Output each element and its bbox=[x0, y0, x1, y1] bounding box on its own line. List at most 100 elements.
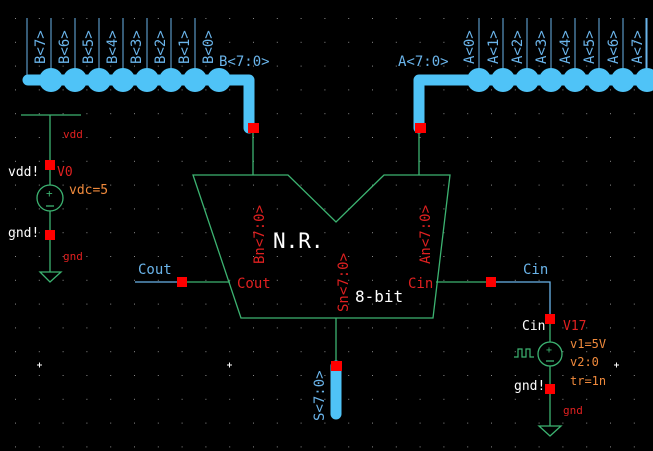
grid-dot bbox=[15, 89, 16, 91]
grid-dot bbox=[538, 18, 540, 19]
b-bus-ripper[interactable] bbox=[135, 68, 159, 92]
grid-dot bbox=[348, 303, 350, 305]
grid-dot bbox=[134, 375, 135, 376]
grid-dot bbox=[253, 303, 254, 305]
v17-param-tr: tr=1n bbox=[570, 374, 606, 388]
cin-net[interactable]: Cin bbox=[436, 262, 551, 318]
b-bus-ripper[interactable] bbox=[63, 68, 87, 92]
grid-dot bbox=[562, 232, 564, 234]
grid-dot bbox=[586, 160, 588, 162]
grid-dot bbox=[62, 89, 64, 91]
grid-dot bbox=[62, 113, 64, 115]
cin-wire[interactable] bbox=[491, 281, 551, 318]
grid-dot bbox=[324, 232, 326, 234]
grid-dot bbox=[562, 113, 564, 115]
grid-dot bbox=[514, 89, 516, 91]
grid-dot bbox=[62, 279, 64, 281]
grid-dot bbox=[562, 89, 564, 91]
cout-pin[interactable] bbox=[177, 277, 187, 287]
pin-label-sn: Sn<7:0> bbox=[336, 253, 352, 312]
grid-dot bbox=[229, 160, 231, 162]
grid-dot bbox=[586, 351, 588, 353]
a-bus-ripper[interactable] bbox=[587, 68, 611, 92]
bus-a-pin[interactable] bbox=[415, 123, 426, 133]
grid-dot bbox=[229, 256, 231, 257]
b-bit-label: B<7> bbox=[33, 30, 49, 64]
v17-source[interactable]: Cin V17 + v1=5V v2:0 tr=1n gnd! gnd bbox=[514, 314, 606, 437]
grid-dot bbox=[443, 279, 445, 281]
grid-dot bbox=[62, 18, 64, 19]
a-bus-ripper[interactable] bbox=[635, 68, 653, 92]
grid-dot bbox=[110, 232, 112, 234]
cin-pin[interactable] bbox=[486, 277, 496, 287]
cout-net[interactable]: Cout bbox=[135, 262, 230, 287]
v17-top-pin[interactable] bbox=[545, 314, 555, 324]
a-bus-ripper[interactable] bbox=[467, 68, 491, 92]
grid-dot bbox=[538, 327, 540, 329]
bus-b-label: B<7:0> bbox=[219, 54, 270, 70]
grid-dot bbox=[610, 279, 611, 281]
grid-dot bbox=[205, 351, 207, 353]
bus-s-pin[interactable] bbox=[331, 361, 342, 371]
grid-dot bbox=[491, 446, 492, 448]
b-bus-ripper[interactable] bbox=[183, 68, 207, 92]
grid-dot bbox=[38, 137, 40, 138]
grid-dot bbox=[610, 160, 611, 162]
a-bus-ripper[interactable] bbox=[515, 68, 539, 92]
grid-dot bbox=[205, 279, 207, 281]
a-bus-ripper[interactable] bbox=[611, 68, 635, 92]
b-bus-ripper[interactable] bbox=[39, 68, 63, 92]
v0-source[interactable]: vdd vdd! V0 vdc=5 + gnd! gnd bbox=[8, 114, 108, 283]
grid-dot bbox=[62, 41, 64, 43]
grid-dot bbox=[110, 113, 112, 115]
grid-dot bbox=[633, 351, 635, 353]
grid-dot bbox=[15, 327, 16, 329]
grid-dot bbox=[157, 160, 159, 162]
v0-bottom-pin[interactable] bbox=[45, 230, 55, 240]
v17-bottom-pin[interactable] bbox=[545, 384, 555, 394]
grid-dot bbox=[633, 18, 635, 19]
grid-dot bbox=[205, 160, 207, 162]
b-bus-ripper[interactable] bbox=[87, 68, 111, 92]
grid-dot bbox=[38, 279, 40, 281]
bus-s[interactable]: S<7:0> bbox=[312, 318, 342, 421]
grid-dot bbox=[372, 18, 373, 19]
grid-dot bbox=[134, 113, 135, 115]
bus-b-pin[interactable] bbox=[248, 123, 259, 133]
grid-dot bbox=[15, 113, 16, 115]
grid-dot bbox=[253, 232, 254, 234]
a-bus-ripper[interactable] bbox=[563, 68, 587, 92]
grid-dot bbox=[586, 279, 588, 281]
grid-dot bbox=[86, 446, 88, 448]
b-bit-label: B<2> bbox=[153, 30, 169, 64]
v0-top-pin[interactable] bbox=[45, 160, 55, 170]
grid-dot bbox=[348, 279, 350, 281]
grid-dot bbox=[86, 65, 88, 67]
b-bus-ripper[interactable] bbox=[207, 68, 231, 92]
b-bus-ripper[interactable] bbox=[159, 68, 183, 92]
grid-dot bbox=[181, 137, 183, 138]
block-outline[interactable] bbox=[192, 174, 451, 319]
plus-sign: + bbox=[546, 345, 552, 356]
adder-block[interactable]: N.R. 8-bit Bn<7:0> An<7:0> Sn<7:0> Cout … bbox=[192, 133, 451, 319]
a-bus-ripper[interactable] bbox=[539, 68, 563, 92]
grid-dot bbox=[586, 327, 588, 329]
grid-dot bbox=[86, 256, 88, 257]
grid-dot bbox=[324, 113, 326, 115]
bus-a[interactable]: A<0>A<1>A<2>A<3>A<4>A<5>A<6>A<7> A<7:0> bbox=[398, 18, 653, 134]
grid-dot bbox=[538, 184, 540, 186]
grid-dot bbox=[562, 18, 564, 19]
b-bus-ripper[interactable] bbox=[111, 68, 135, 92]
grid-dot bbox=[157, 446, 159, 448]
grid-dot bbox=[86, 303, 88, 305]
grid-dot bbox=[467, 113, 469, 115]
grid-dot bbox=[610, 446, 611, 448]
grid-dot bbox=[86, 18, 88, 19]
grid-dot bbox=[62, 375, 64, 376]
bus-b[interactable]: B<7>B<6>B<5>B<4>B<3>B<2>B<1>B<0> B<7:0> bbox=[22, 18, 270, 134]
a-bus-ripper[interactable] bbox=[491, 68, 515, 92]
grid-dot bbox=[134, 303, 135, 305]
grid-dot bbox=[538, 208, 540, 210]
